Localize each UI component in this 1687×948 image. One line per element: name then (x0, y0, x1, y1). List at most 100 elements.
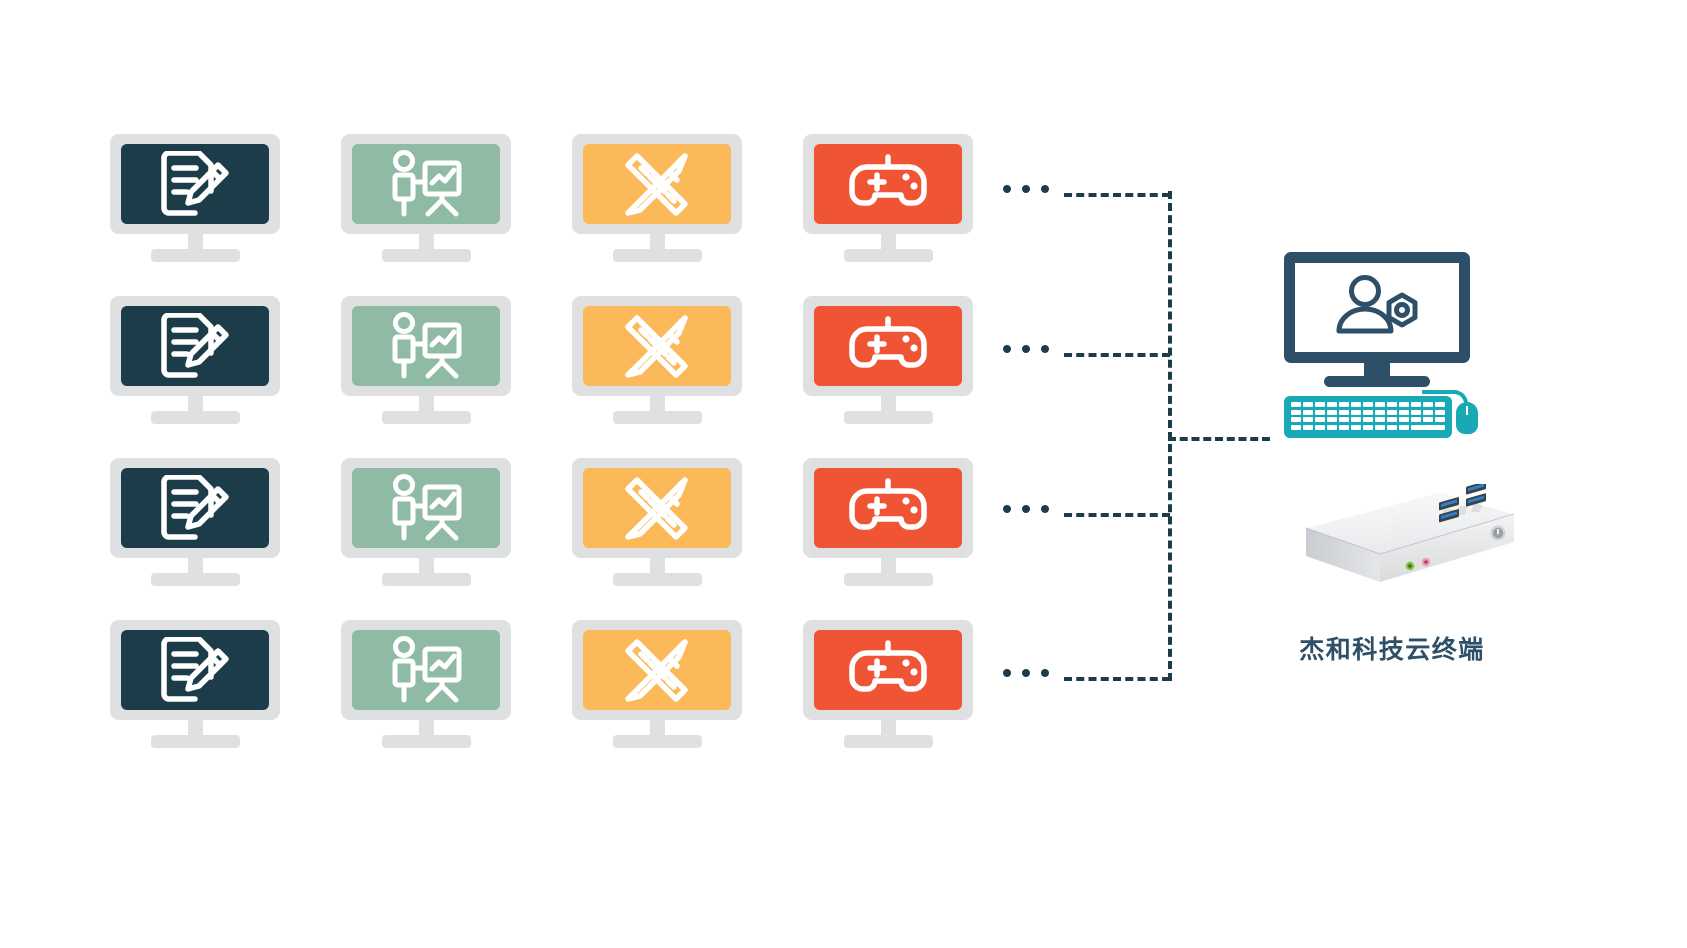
terminal-caption: 杰和科技云终端 (1299, 635, 1485, 664)
monitor-screen (352, 144, 500, 224)
monitor-screen (814, 306, 962, 386)
ruler-pencil-icon (620, 634, 694, 706)
game-controller-icon (848, 315, 928, 377)
monitor-frame (1284, 252, 1470, 363)
game-controller-icon (848, 477, 928, 539)
client-monitor-gaming[interactable] (803, 458, 973, 586)
client-monitor-presentation[interactable] (341, 458, 511, 586)
monitor-neck (188, 558, 203, 575)
document-edit-icon (158, 475, 232, 541)
client-monitor-design[interactable] (572, 458, 742, 586)
monitor-neck (650, 234, 665, 251)
document-edit-icon (158, 151, 232, 217)
client-monitor-design[interactable] (572, 134, 742, 262)
monitor-base (151, 249, 240, 262)
presentation-chart-icon (387, 636, 465, 704)
monitor-screen (583, 144, 731, 224)
monitor-base (844, 573, 933, 586)
game-controller-icon (848, 153, 928, 215)
branch-line-4 (1064, 677, 1170, 681)
trunk-line (1168, 191, 1172, 681)
keyboard-icon (1284, 396, 1452, 438)
terminal-link-line (1168, 437, 1270, 441)
monitor-base (613, 573, 702, 586)
monitor-base (382, 411, 471, 424)
client-monitor-presentation[interactable] (341, 134, 511, 262)
monitor-screen (583, 630, 731, 710)
monitor-neck (419, 558, 434, 575)
game-controller-icon (848, 639, 928, 701)
ruler-pencil-icon (620, 472, 694, 544)
presentation-chart-icon (387, 474, 465, 542)
monitor-base (613, 411, 702, 424)
monitor-base (151, 411, 240, 424)
monitor-neck (419, 720, 434, 737)
monitor-screen (814, 468, 962, 548)
monitor-base (151, 735, 240, 748)
document-edit-icon (158, 313, 232, 379)
client-monitor-gaming[interactable] (803, 620, 973, 748)
ruler-pencil-icon (620, 310, 694, 382)
monitor-neck (188, 396, 203, 413)
monitor-neck (650, 558, 665, 575)
monitor-screen (352, 306, 500, 386)
monitor-neck (650, 720, 665, 737)
mini-pc-icon (1270, 481, 1515, 606)
user-admin-icon (1284, 252, 1470, 363)
ellipsis-marker (1003, 505, 1049, 513)
monitor-screen (121, 144, 269, 224)
monitor-neck (419, 234, 434, 251)
ellipsis-marker (1003, 345, 1049, 353)
client-monitor-presentation[interactable] (341, 296, 511, 424)
monitor-neck (188, 720, 203, 737)
monitor-neck (650, 396, 665, 413)
monitor-base (382, 573, 471, 586)
document-edit-icon (158, 637, 232, 703)
client-monitor-presentation[interactable] (341, 620, 511, 748)
presentation-chart-icon (387, 150, 465, 218)
mouse-icon (1456, 402, 1478, 434)
cloud-terminal-cluster: 杰和科技云终端 (1262, 252, 1522, 712)
monitor-screen (121, 306, 269, 386)
monitor-base (844, 411, 933, 424)
monitor-base (151, 573, 240, 586)
monitor-foot (1324, 376, 1430, 387)
client-monitor-gaming[interactable] (803, 134, 973, 262)
monitor-neck (188, 234, 203, 251)
monitor-neck (881, 558, 896, 575)
monitor-neck (881, 720, 896, 737)
ruler-pencil-icon (620, 148, 694, 220)
keyboard-keys (1291, 402, 1445, 432)
branch-line-3 (1064, 513, 1170, 517)
monitor-neck (881, 234, 896, 251)
mouse-cord (1422, 390, 1468, 412)
presentation-chart-icon (387, 312, 465, 380)
monitor-base (844, 735, 933, 748)
client-monitor-document-editing[interactable] (110, 458, 280, 586)
monitor-screen (352, 630, 500, 710)
monitor-screen (814, 144, 962, 224)
client-monitor-document-editing[interactable] (110, 620, 280, 748)
client-monitor-gaming[interactable] (803, 296, 973, 424)
monitor-neck (881, 396, 896, 413)
terminal-monitor (1284, 252, 1470, 387)
monitor-screen (352, 468, 500, 548)
monitor-base (613, 735, 702, 748)
monitor-base (382, 249, 471, 262)
monitor-base (613, 249, 702, 262)
monitor-screen (583, 468, 731, 548)
client-monitor-design[interactable] (572, 620, 742, 748)
monitor-screen (583, 306, 731, 386)
ellipsis-marker (1003, 669, 1049, 677)
branch-line-1 (1064, 193, 1170, 197)
monitor-neck (419, 396, 434, 413)
monitor-neck (1364, 363, 1390, 377)
client-monitor-document-editing[interactable] (110, 296, 280, 424)
monitor-base (382, 735, 471, 748)
client-monitor-design[interactable] (572, 296, 742, 424)
client-monitor-document-editing[interactable] (110, 134, 280, 262)
ellipsis-marker (1003, 185, 1049, 193)
branch-line-2 (1064, 353, 1170, 357)
monitor-screen (121, 468, 269, 548)
